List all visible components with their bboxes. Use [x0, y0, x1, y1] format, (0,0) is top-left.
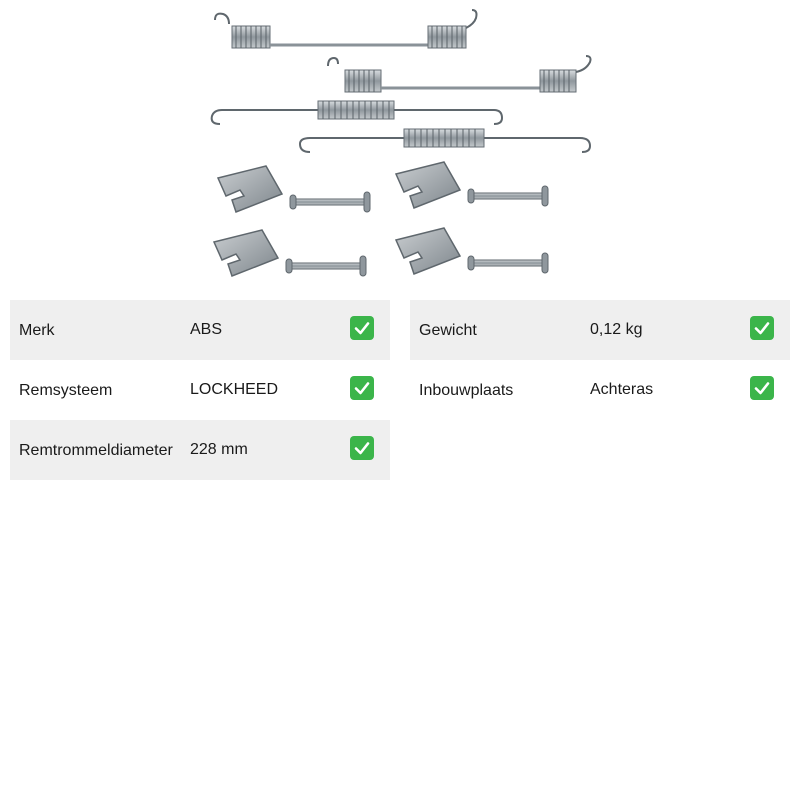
specifications-left-column: Merk ABS Remsysteem LOCKHEED Remtrommeld… [10, 300, 390, 480]
check-icon [350, 436, 374, 460]
spec-value: 0,12 kg [590, 321, 643, 338]
check-icon [750, 316, 774, 340]
check-icon [350, 376, 374, 400]
specifications-table: Merk ABS Remsysteem LOCKHEED Remtrommeld… [10, 300, 790, 480]
check-icon [750, 376, 774, 400]
spec-label: Inbouwplaats [419, 382, 514, 399]
spec-row-remsysteem: Remsysteem LOCKHEED [10, 360, 390, 420]
spec-value: LOCKHEED [190, 381, 279, 398]
retaining-pin-icon [289, 191, 371, 213]
spec-value: Achteras [590, 381, 654, 398]
retaining-clip-icon [216, 165, 284, 213]
spec-row-merk: Merk ABS [10, 300, 390, 360]
spec-value: ABS [190, 321, 223, 338]
spec-row-inbouwplaats: Inbouwplaats Achteras [410, 360, 790, 420]
retaining-clip-icon [394, 161, 462, 209]
spec-label: Remsysteem [19, 382, 113, 399]
brake-accessory-kit-image [210, 9, 592, 277]
retaining-clip-icon [394, 227, 462, 275]
spec-row-remtrommeldiameter: Remtrommeldiameter 228 mm [10, 420, 390, 480]
spring-icon [327, 55, 592, 93]
retaining-pin-icon [285, 255, 367, 277]
specifications-right-column: Gewicht 0,12 kg Inbouwplaats Achteras [410, 300, 790, 480]
spec-label: Gewicht [419, 322, 477, 339]
check-icon [350, 316, 374, 340]
spec-value: 228 mm [190, 441, 248, 458]
spring-icon [298, 128, 592, 153]
spec-row-gewicht: Gewicht 0,12 kg [410, 300, 790, 360]
spec-label: Remtrommeldiameter [19, 442, 173, 459]
spring-icon [214, 9, 478, 49]
spec-label: Merk [19, 322, 55, 339]
spring-icon [210, 100, 504, 125]
retaining-pin-icon [467, 252, 549, 274]
retaining-clip-icon [212, 229, 280, 277]
retaining-pin-icon [467, 185, 549, 207]
